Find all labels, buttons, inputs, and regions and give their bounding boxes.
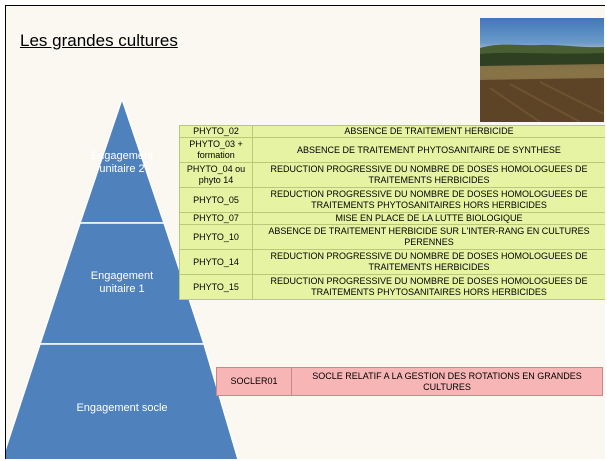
table-row: SOCLER01 SOCLE RELATIF A LA GESTION DES … xyxy=(216,367,603,396)
measure-code: SOCLER01 xyxy=(216,367,292,396)
measure-code: PHYTO_15 xyxy=(179,274,253,300)
table-row: PHYTO_03 + formation ABSENCE DE TRAITEME… xyxy=(179,137,605,163)
socle-measures-table: SOCLER01 SOCLE RELATIF A LA GESTION DES … xyxy=(216,367,603,396)
measure-code: PHYTO_02 xyxy=(179,125,253,138)
phyto-measures-table: PHYTO_02 ABSENCE DE TRAITEMENT HERBICIDE… xyxy=(179,125,605,300)
table-row: PHYTO_10 ABSENCE DE TRAITEMENT HERBICIDE… xyxy=(179,224,605,250)
measure-code: PHYTO_14 xyxy=(179,249,253,275)
measure-description: SOCLE RELATIF A LA GESTION DES ROTATIONS… xyxy=(291,367,603,396)
measure-code: PHYTO_10 xyxy=(179,224,253,250)
measure-description: MISE EN PLACE DE LA LUTTE BIOLOGIQUE xyxy=(252,212,605,225)
table-row: PHYTO_05 REDUCTION PROGRESSIVE DU NOMBRE… xyxy=(179,187,605,213)
table-row: PHYTO_15 REDUCTION PROGRESSIVE DU NOMBRE… xyxy=(179,274,605,300)
measure-description: ABSENCE DE TRAITEMENT HERBICIDE xyxy=(252,125,605,138)
pyramid-label-unitaire-1: Engagement unitaire 1 xyxy=(90,270,154,295)
measure-description: REDUCTION PROGRESSIVE DU NOMBRE DE DOSES… xyxy=(252,249,605,275)
wheat-field-photo xyxy=(480,18,604,122)
measure-description: REDUCTION PROGRESSIVE DU NOMBRE DE DOSES… xyxy=(252,187,605,213)
measure-code: PHYTO_03 + formation xyxy=(179,137,253,163)
pyramid-level-socle xyxy=(6,343,239,459)
measure-description: ABSENCE DE TRAITEMENT HERBICIDE SUR L'IN… xyxy=(252,224,605,250)
table-row: PHYTO_14 REDUCTION PROGRESSIVE DU NOMBRE… xyxy=(179,249,605,275)
table-row: PHYTO_04 ou phyto 14 REDUCTION PROGRESSI… xyxy=(179,162,605,188)
engagement-pyramid xyxy=(6,96,239,459)
slide: Les grandes cultures Engagement unitaire… xyxy=(5,5,605,459)
landscape-photo-graphic xyxy=(480,44,604,122)
measure-code: PHYTO_04 ou phyto 14 xyxy=(179,162,253,188)
pyramid-label-socle: Engagement socle xyxy=(76,402,168,414)
slide-title: Les grandes cultures xyxy=(20,31,178,50)
pyramid-label-unitaire-2: Engagement unitaire 2 xyxy=(90,150,154,175)
measure-code: PHYTO_07 xyxy=(179,212,253,225)
table-row: PHYTO_02 ABSENCE DE TRAITEMENT HERBICIDE xyxy=(179,125,605,138)
measure-description: ABSENCE DE TRAITEMENT PHYTOSANITAIRE DE … xyxy=(252,137,605,163)
measure-description: REDUCTION PROGRESSIVE DU NOMBRE DE DOSES… xyxy=(252,274,605,300)
measure-description: REDUCTION PROGRESSIVE DU NOMBRE DE DOSES… xyxy=(252,162,605,188)
table-row: PHYTO_07 MISE EN PLACE DE LA LUTTE BIOLO… xyxy=(179,212,605,225)
measure-code: PHYTO_05 xyxy=(179,187,253,213)
